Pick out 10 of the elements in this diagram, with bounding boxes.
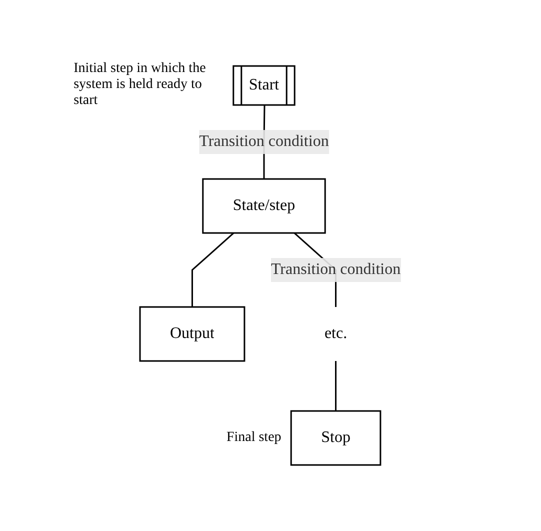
edge-label: Transition condition [271, 260, 401, 278]
node-text: etc. [324, 324, 348, 342]
edge-label: Transition condition [199, 132, 330, 150]
node-box: State/step [202, 178, 326, 234]
step-note: Initial step in which the system is held ready to start [74, 61, 207, 110]
connector [192, 232, 234, 307]
node-box: Stop [290, 410, 382, 466]
node-box: Output [139, 306, 246, 362]
connector [335, 361, 337, 411]
step-note: Final step [226, 430, 282, 446]
